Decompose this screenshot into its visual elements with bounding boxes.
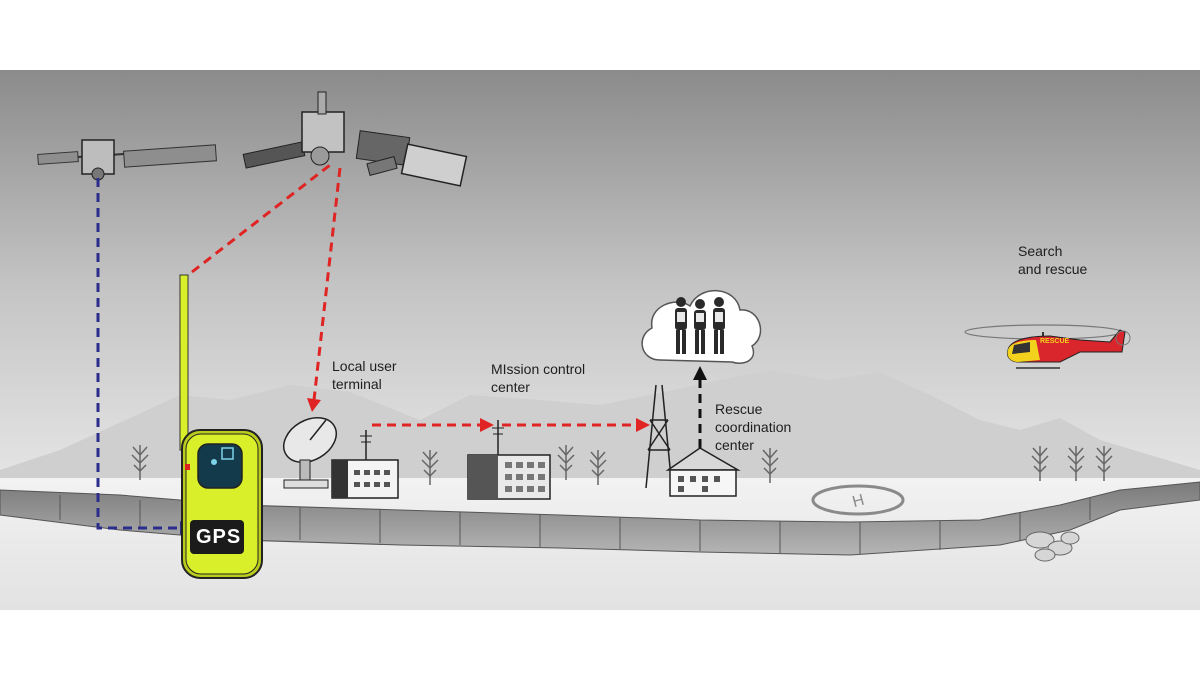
red-arrowhead-mcc xyxy=(480,418,494,432)
label-mission-control-center: MIssion control center xyxy=(491,361,586,395)
gps-label: GPS xyxy=(196,526,242,548)
satellite-icon xyxy=(355,130,468,187)
label-local-user-terminal: Local user terminal xyxy=(332,358,397,392)
red-arrowhead-terminal xyxy=(307,398,321,412)
label-rescue-coordination-center: Rescue coordination center xyxy=(715,401,792,453)
label-search-and-rescue: Search and rescue xyxy=(1018,243,1088,277)
people-icon xyxy=(675,297,725,354)
blue-path-satellite-to-beacon xyxy=(96,178,180,530)
tree-icon xyxy=(131,445,1113,485)
rocks-icon xyxy=(1025,531,1080,562)
building-icon xyxy=(467,420,551,500)
red-path-satellite-to-terminal xyxy=(312,167,342,401)
diagram-graphics: H xyxy=(0,91,1200,610)
building-icon xyxy=(331,430,399,499)
cliff-striations xyxy=(59,495,1091,554)
gps-beacon-icon xyxy=(179,274,263,579)
satellite-dish-icon xyxy=(283,416,337,489)
helicopter-text: RESCUE xyxy=(1040,338,1070,345)
helicopter-icon xyxy=(964,324,1131,369)
diagram-panel: H xyxy=(0,70,1200,610)
red-arrowhead-rcc xyxy=(636,418,650,432)
red-path-beacon-to-satellite xyxy=(191,163,331,274)
satellite-icon xyxy=(242,91,345,169)
svg-text:H: H xyxy=(851,492,867,511)
house-icon xyxy=(665,447,741,497)
black-arrowhead xyxy=(693,366,707,380)
helipad-icon: H xyxy=(811,484,905,516)
satellite-icon xyxy=(37,139,217,181)
